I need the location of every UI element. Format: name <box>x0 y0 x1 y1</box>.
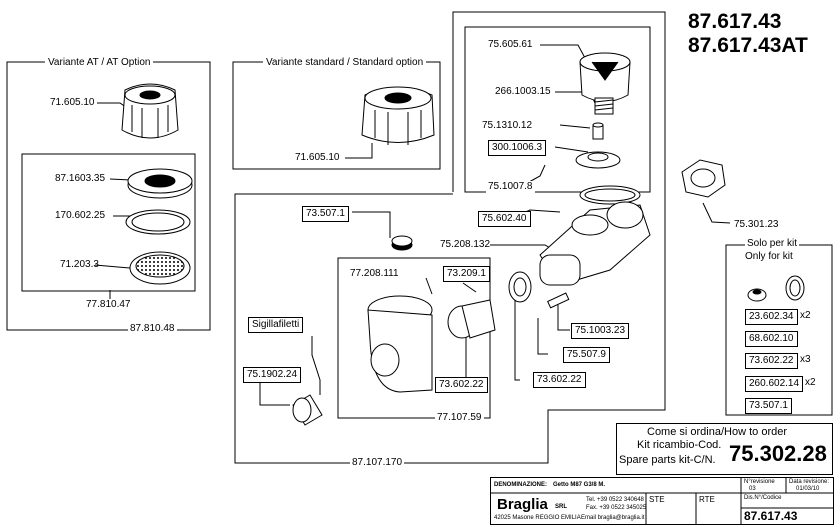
email: Email braglia@braglia.it <box>581 515 645 521</box>
label-75301: 75.301.23 <box>734 219 779 230</box>
label-73209: 73.209.1 <box>443 266 490 282</box>
ste: STE <box>649 495 665 504</box>
kit-item-qty: x3 <box>800 354 811 365</box>
label-87810: 87.810.48 <box>128 323 177 335</box>
adapter-73209 <box>447 299 496 339</box>
drawing-code: 87.617.43 <box>688 10 782 33</box>
rte: RTE <box>699 495 715 504</box>
main-outline <box>234 11 666 464</box>
title-block: DENOMINAZIONE: Getto M87 G3/8 M. N°revis… <box>490 477 834 525</box>
valve-cap-75605 <box>579 52 631 102</box>
kit-item-qty: x2 <box>805 377 816 388</box>
kit-seal-small <box>747 288 767 302</box>
kit-title: Solo per kit <box>745 238 800 250</box>
label-71605-at: 71.605.10 <box>50 97 95 108</box>
label-75602: 75.602.40 <box>478 211 531 227</box>
label-75208: 75.208.132 <box>440 239 491 250</box>
revision: 03 <box>749 486 756 492</box>
oring-75602 <box>579 185 641 205</box>
pin-751310 <box>592 122 604 140</box>
variant-at-title: Variante AT / AT Option <box>45 57 154 69</box>
hex-nut-75301 <box>681 159 726 198</box>
rev-date: 01/03/10 <box>796 486 820 492</box>
variant-at-frame <box>6 61 211 331</box>
label-75605: 75.605.61 <box>488 39 533 50</box>
nut-71605-at <box>121 83 179 139</box>
brand: Braglia <box>497 496 548 513</box>
valve-frame <box>464 26 651 193</box>
label-266: 266.1003.15 <box>495 86 551 97</box>
kit-item-code: 260.602.14 <box>745 376 804 392</box>
order-code: 75.302.28 <box>729 441 827 466</box>
body-75208 <box>539 201 651 286</box>
kit-item-qty: x2 <box>800 310 811 321</box>
body-frame <box>337 257 491 419</box>
label-751003: 75.1003.23 <box>571 323 630 339</box>
kit-item-code: 68.602.10 <box>745 331 798 347</box>
brand-suffix: SRL <box>555 504 567 510</box>
label-751902: 75.1902.24 <box>243 367 302 383</box>
order-line3: Spare parts kit-C/N. <box>619 454 716 466</box>
spring-266 <box>594 97 614 115</box>
variant-at-subframe <box>21 153 196 292</box>
revision-label: N°revisione <box>744 479 775 485</box>
kit-item-code: 73.602.22 <box>745 353 798 369</box>
label-77208: 77.208.111 <box>350 268 399 279</box>
kit-title-en: Only for kit <box>745 251 793 262</box>
fax: Fax. +39 0522 345025 <box>586 505 647 511</box>
label-77107: 77.107.59 <box>435 412 484 424</box>
kit-item-code: 73.507.1 <box>745 398 792 414</box>
variant-std-title: Variante standard / Standard option <box>263 57 427 69</box>
label-87107: 87.107.170 <box>350 457 405 469</box>
kit-ring-small <box>785 275 805 301</box>
label-300: 300.1006.3 <box>488 140 547 156</box>
label-75507: 75.507.9 <box>563 347 610 363</box>
label-77810: 77.810.47 <box>86 299 131 310</box>
label-73602a: 73.602.22 <box>533 372 586 388</box>
elbow-77208 <box>367 295 433 393</box>
rev-date-label: Data revisione: <box>789 479 830 485</box>
label-871603: 87.1603.35 <box>55 173 106 184</box>
dis-label: Dis.N°/Codice <box>744 495 782 501</box>
label-73602b: 73.602.22 <box>435 377 488 393</box>
order-line1: Come si ordina/How to order <box>647 426 788 438</box>
order-line2: Kit ricambio-Cod. <box>637 439 722 451</box>
dis-code: 87.617.43 <box>744 509 798 523</box>
address: 42025 Masone REGGIO EMILIA <box>494 515 581 521</box>
oring-170602 <box>125 209 191 235</box>
denominazione: Getto M87 G3/8 M. <box>553 482 606 488</box>
label-751007: 75.1007.8 <box>486 181 535 193</box>
drawing-code-at: 87.617.43AT <box>688 34 808 57</box>
kit-item-code: 23.602.34 <box>745 309 798 325</box>
label-170602: 170.602.25 <box>55 210 106 221</box>
seal-871603 <box>127 168 193 199</box>
washer-left <box>508 271 532 303</box>
filter-71203 <box>129 251 191 285</box>
label-751310: 75.1310.12 <box>482 120 533 131</box>
nut-71605-std <box>361 86 435 145</box>
tel: Tel. +39 0522 340648 <box>586 497 644 503</box>
disc-300 <box>575 151 621 169</box>
label-71605-std: 71.605.10 <box>295 152 340 163</box>
denominazione-label: DENOMINAZIONE: <box>494 482 547 488</box>
order-box: Come si ordina/How to order Kit ricambio… <box>616 423 833 475</box>
title-block-grid <box>491 478 833 524</box>
label-71203: 71.203.3 <box>60 259 99 270</box>
label-sigillafiletti: Sigillafiletti <box>248 317 304 333</box>
label-73507a: 73.507.1 <box>302 206 349 222</box>
screw-751003 <box>547 292 570 309</box>
plug-751902 <box>292 394 323 426</box>
plug-73507 <box>391 235 413 251</box>
